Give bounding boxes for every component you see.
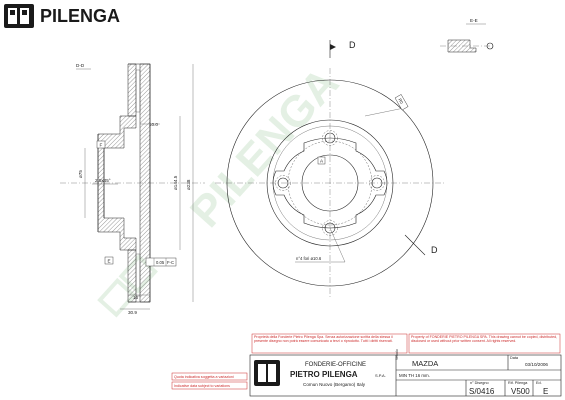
dim-overall: 30.9: [128, 310, 137, 315]
dim-chamfer: 2.5x45°: [95, 178, 111, 183]
note-italian: Quota indicativa soggetta a variazioni: [174, 375, 234, 379]
notice-english: Property of FONDERIE PIETRO PILENGA SPA.…: [411, 335, 558, 343]
dim-dia-144: ø144.5: [173, 175, 178, 190]
ref-value: V500: [511, 387, 530, 396]
dim-dia-75: ø75: [78, 170, 83, 178]
ed-label: Ed.: [536, 381, 542, 385]
brand-name: PILENGA: [40, 6, 120, 26]
section-label-ee: E-E: [470, 18, 478, 23]
inner-plate-section: [139, 63, 151, 303]
ed-value: E: [543, 387, 548, 396]
front-view: D D R0 A n°4 fori ø10.6: [215, 40, 445, 298]
radius-label: R0: [397, 98, 404, 106]
min-thickness: MIN TH 16 mm.: [399, 373, 430, 378]
drawing-no-label: n° Disegno: [470, 381, 489, 385]
section-view-ee: E-E: [440, 18, 495, 53]
hub-flange: [272, 137, 388, 229]
tolerance-ref: F-C: [167, 260, 174, 265]
date-value: 03/10/2006: [525, 362, 548, 367]
drawing-no: S/0416: [469, 387, 495, 396]
date-label: Data: [510, 356, 519, 360]
vehicle-label: Veicolo: [395, 349, 399, 360]
tolerance-value: 0.05: [156, 260, 165, 265]
property-notice: Proprietà della Fonderie Pietro Pilenga …: [251, 333, 561, 354]
datum-a: A: [320, 159, 324, 164]
dim-thickness: 16: [133, 295, 139, 300]
foundry-label: FONDERIE-OFFICINE: [305, 362, 366, 368]
dim-dia-238: ø238: [186, 179, 191, 190]
watermark: PILENGA: [97, 59, 348, 318]
title-block: FONDERIE-OFFICINE PIETRO PILENGA S.P.A. …: [249, 349, 562, 397]
pilenga-logo: PILENGA: [4, 4, 120, 28]
cut-label-d-top: D: [349, 40, 356, 50]
note-english: Indicative data subject to variations: [174, 384, 230, 388]
section-label-dd: D-D: [76, 63, 85, 68]
company-city: Comun Nuovo (Bergamo) Italy: [303, 382, 366, 387]
notice-italian: Proprietà della Fonderie Pietro Pilenga …: [254, 335, 393, 343]
company-name: PIETRO PILENGA: [290, 370, 358, 379]
section-view-dd: D-D ø75 ø144.5 ø238 10.0 F 2.5x45° E: [60, 63, 205, 315]
company-logo-mark: [254, 360, 280, 386]
ref-label: Rif. Pilenga: [508, 381, 528, 385]
dim-10: 10.0: [149, 122, 158, 127]
vehicle-name: MAZDA: [412, 359, 438, 368]
cut-label-d-bottom: D: [431, 245, 438, 255]
datum-f: F: [100, 143, 103, 148]
holes-callout: n°4 fori ø10.6: [296, 256, 322, 261]
datum-e: E: [108, 259, 111, 264]
company-spa: S.P.A.: [375, 373, 386, 378]
red-notes: Quota indicativa soggetta a variazioni I…: [171, 372, 248, 390]
